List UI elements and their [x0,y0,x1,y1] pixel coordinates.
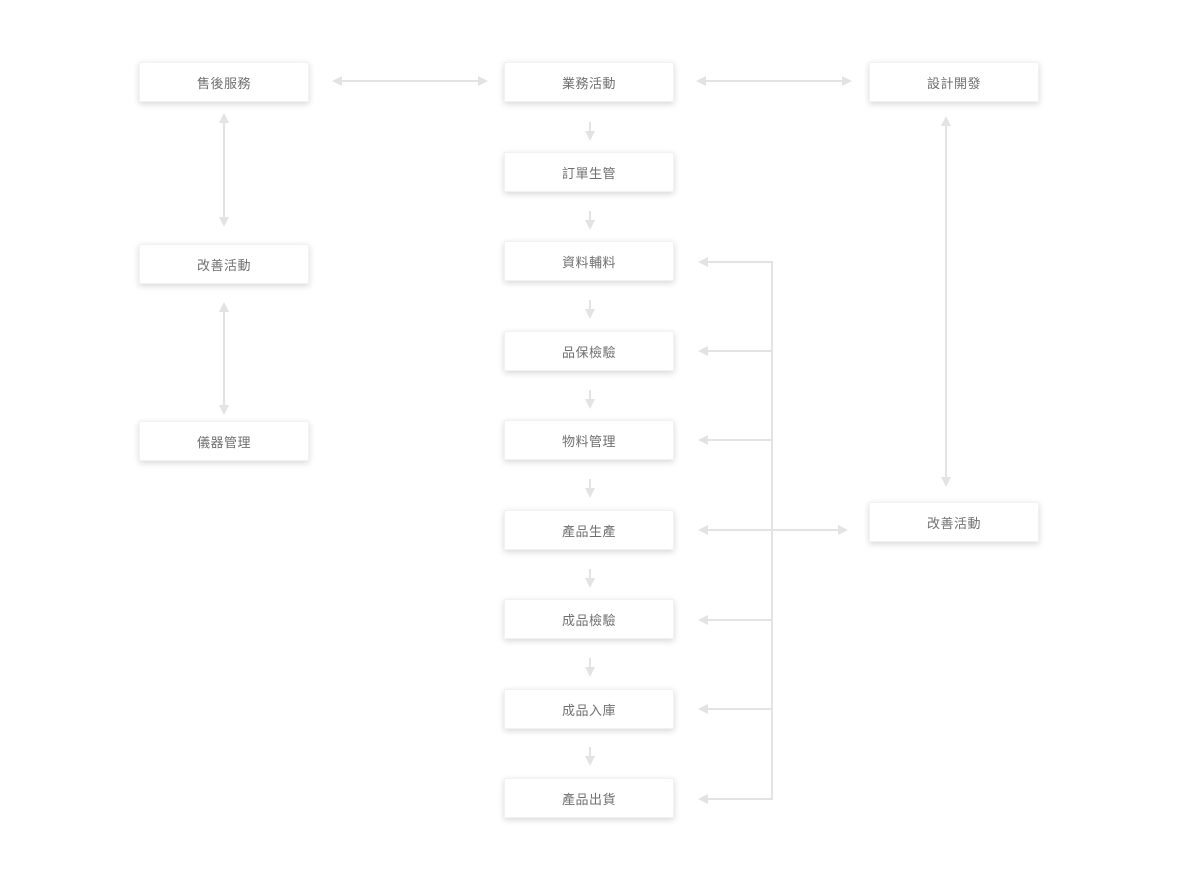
node-right-improvement[interactable]: 改善活動 [869,502,1039,542]
node-instrument[interactable]: 儀器管理 [139,421,309,461]
node-left-improvement[interactable]: 改善活動 [139,244,309,284]
node-shipping-label: 產品出貨 [561,792,616,808]
node-order-control-label: 訂單生管 [561,166,616,182]
node-warehousing[interactable]: 成品入庫 [504,689,674,729]
node-qa-inspection-label: 品保檢驗 [561,345,616,361]
node-material-mgmt-label: 物料管理 [561,434,616,450]
node-design-dev-label: 設計開發 [926,76,981,92]
node-materials-label: 資料輔料 [561,255,616,271]
node-after-sales[interactable]: 售後服務 [139,62,309,102]
node-order-control[interactable]: 訂單生管 [504,152,674,192]
node-right-improvement-label: 改善活動 [926,516,981,532]
node-product-inspection[interactable]: 成品檢驗 [504,599,674,639]
node-materials[interactable]: 資料輔料 [504,241,674,281]
node-production-label: 產品生產 [561,524,616,540]
node-production[interactable]: 產品生產 [504,510,674,550]
node-material-mgmt[interactable]: 物料管理 [504,420,674,460]
node-shipping[interactable]: 產品出貨 [504,778,674,818]
node-after-sales-label: 售後服務 [196,76,251,92]
node-design-dev[interactable]: 設計開發 [869,62,1039,102]
node-warehousing-label: 成品入庫 [561,703,616,719]
node-product-inspection-label: 成品檢驗 [561,613,616,629]
node-qa-inspection[interactable]: 品保檢驗 [504,331,674,371]
node-business[interactable]: 業務活動 [504,62,674,102]
node-instrument-label: 儀器管理 [196,435,251,451]
node-business-label: 業務活動 [561,76,616,92]
node-left-improvement-label: 改善活動 [196,258,251,274]
